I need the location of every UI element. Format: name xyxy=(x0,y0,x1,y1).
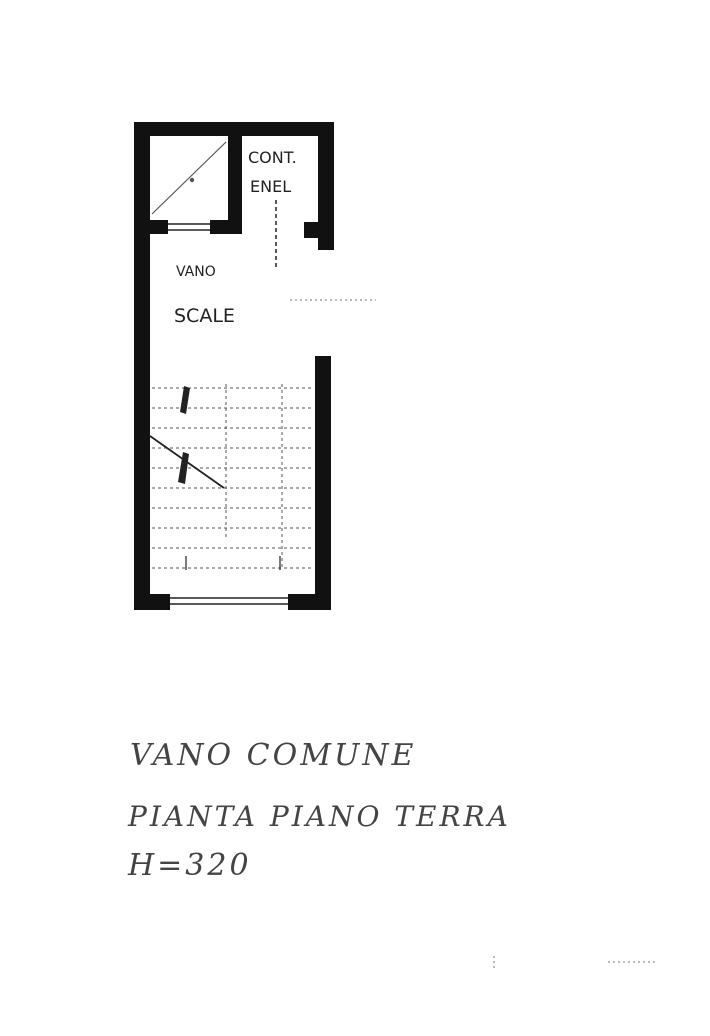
shaft-symbol xyxy=(151,141,227,215)
openings xyxy=(168,200,288,605)
wall-right-upper xyxy=(318,122,334,250)
ceiling-height-note: H=320 xyxy=(128,848,252,883)
stair-direction xyxy=(149,386,281,570)
meter-box-label-line1: CONT. xyxy=(248,148,297,167)
stair-arrow-upper xyxy=(180,386,190,414)
wall-bottom-right-stub xyxy=(288,594,331,610)
outer-walls xyxy=(134,122,334,610)
stair-well-label-line2: SCALE xyxy=(174,305,235,327)
meter-box-bottom-stub xyxy=(304,222,334,238)
wall-bottom-left-stub xyxy=(134,594,170,610)
small-room-bottom-left xyxy=(140,220,168,234)
wall-top xyxy=(136,122,334,136)
stair-arrow-lower xyxy=(178,452,189,484)
wall-left xyxy=(134,122,150,610)
stair-well-label-line1: VANO xyxy=(176,264,216,280)
wall-right-lower xyxy=(315,356,331,610)
small-room-right-wall xyxy=(228,134,242,234)
small-room-bottom-right xyxy=(210,220,242,234)
drawing-title-note: VANO COMUNE xyxy=(130,738,417,773)
drawing-subtitle-note: PIANTA PIANO TERRA xyxy=(128,800,511,833)
shaft-dot xyxy=(189,177,195,183)
shaft-diagonal xyxy=(151,141,227,215)
faint-marks xyxy=(290,299,656,968)
small-room-walls xyxy=(140,134,334,238)
meter-box-label-line2: ENEL xyxy=(250,177,291,196)
stair-treads xyxy=(152,384,312,570)
